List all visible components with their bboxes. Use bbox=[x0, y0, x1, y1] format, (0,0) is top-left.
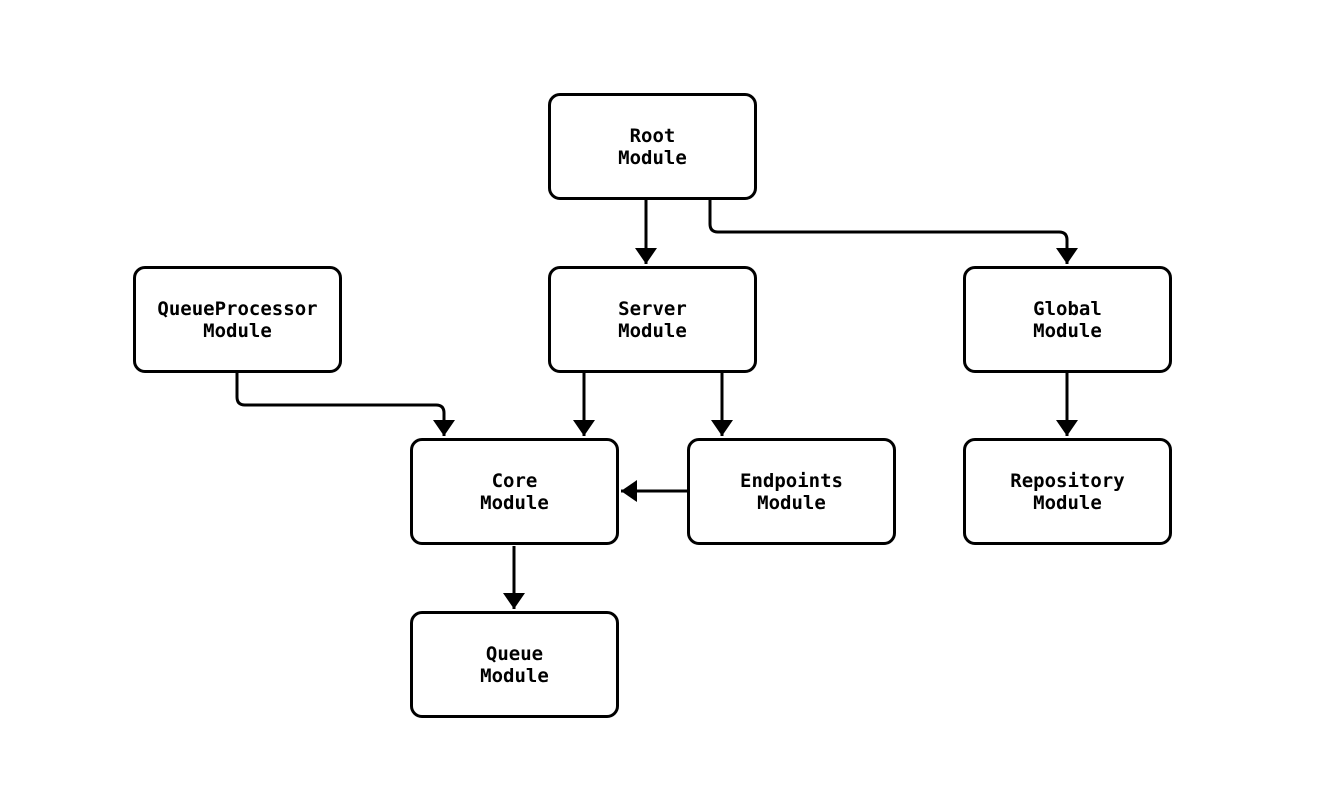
edge-root-to-global bbox=[708, 200, 1078, 264]
node-repository-module: Repository Module bbox=[963, 438, 1172, 545]
node-endpoints-module-label: Endpoints Module bbox=[740, 469, 843, 514]
node-root-module-label: Root Module bbox=[618, 124, 687, 169]
node-repository-module-label: Repository Module bbox=[1010, 469, 1125, 514]
node-global-module: Global Module bbox=[963, 266, 1172, 373]
node-queueprocessor-module: QueueProcessor Module bbox=[133, 266, 342, 373]
node-queueprocessor-module-label: QueueProcessor Module bbox=[157, 297, 318, 342]
node-queue-module-label: Queue Module bbox=[480, 642, 549, 687]
node-root-module: Root Module bbox=[548, 93, 757, 200]
node-global-module-label: Global Module bbox=[1033, 297, 1102, 342]
node-server-module: Server Module bbox=[548, 266, 757, 373]
node-core-module-label: Core Module bbox=[480, 469, 549, 514]
node-endpoints-module: Endpoints Module bbox=[687, 438, 896, 545]
edge-queueprocessor-to-core bbox=[235, 373, 455, 436]
node-server-module-label: Server Module bbox=[618, 297, 687, 342]
node-queue-module: Queue Module bbox=[410, 611, 619, 718]
node-core-module: Core Module bbox=[410, 438, 619, 545]
